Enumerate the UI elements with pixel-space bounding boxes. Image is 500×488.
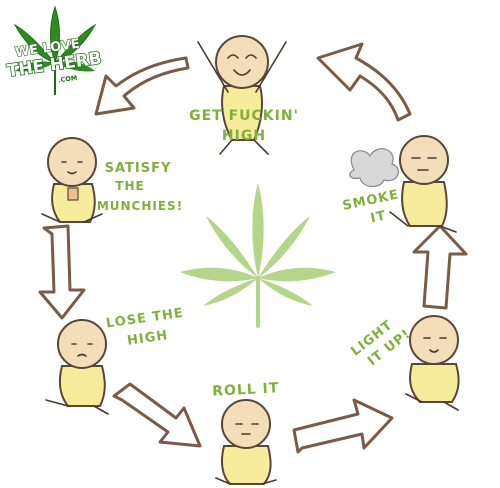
arrow-icon	[94, 56, 190, 116]
arrow-icon	[112, 382, 202, 448]
center-leaf-icon	[180, 183, 336, 328]
caption-munchies: SATISFY THE MUNCHIES!	[97, 161, 183, 213]
character-eating	[41, 137, 103, 223]
logo: WE LOVE THE HERB .COM	[5, 5, 104, 95]
caption-get-high-line2: HIGH	[222, 128, 266, 144]
caption-munchies-line3: MUNCHIES!	[97, 199, 183, 213]
caption-smoke: SMOKE IT	[341, 187, 400, 226]
logo-line3: .COM	[58, 74, 78, 85]
character-sad	[45, 319, 109, 415]
character-smoking	[349, 135, 457, 233]
caption-lose-line1: LOSE THE	[105, 306, 185, 332]
caption-smoke-line2: IT	[369, 208, 387, 226]
caption-lose: LOSE THE HIGH	[105, 306, 185, 349]
caption-light: LIGHT IT UP!	[348, 318, 414, 369]
caption-roll-line1: ROLL IT	[212, 380, 280, 399]
arrows	[38, 42, 468, 454]
arrow-icon	[292, 398, 394, 454]
caption-roll: ROLL IT	[212, 380, 280, 399]
arrow-icon	[38, 224, 86, 320]
character-get-high	[197, 35, 287, 155]
logo-leaf-icon	[13, 5, 97, 95]
arrow-icon	[316, 42, 412, 122]
caption-lose-line2: HIGH	[126, 328, 169, 349]
caption-get-high: GET FUCKIN' HIGH	[189, 108, 299, 144]
character-lighting	[405, 315, 460, 411]
caption-smoke-line1: SMOKE	[341, 187, 400, 214]
arrow-icon	[412, 224, 468, 310]
caption-get-high-line1: GET FUCKIN'	[189, 108, 299, 124]
caption-munchies-line1: SATISFY	[105, 161, 172, 176]
character-rolling	[215, 399, 277, 485]
caption-munchies-line2: THE	[115, 179, 144, 193]
